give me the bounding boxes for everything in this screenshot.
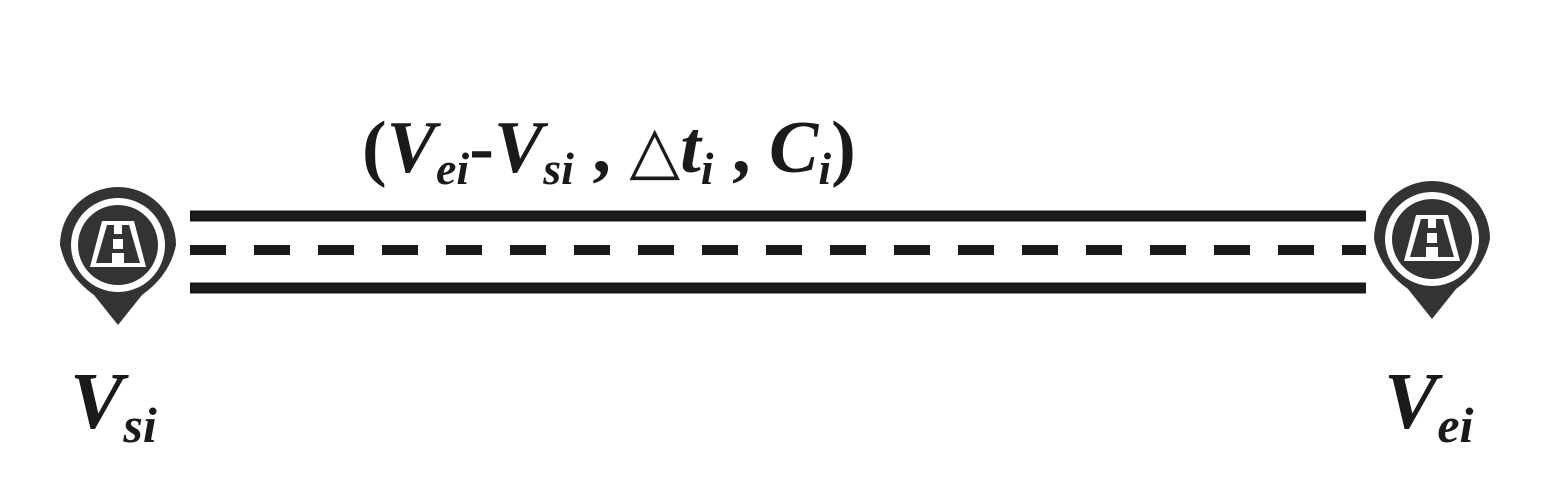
label-t: t <box>680 107 703 189</box>
label-minus: - <box>469 107 494 189</box>
label-v-start: V <box>494 107 549 189</box>
label-c-sub: i <box>818 143 831 194</box>
label-t-sub: i <box>701 143 714 194</box>
end-node-subscript: ei <box>1437 397 1473 453</box>
highway-icon <box>90 221 146 267</box>
label-c: C <box>769 107 820 189</box>
start-node-pin-icon <box>60 187 176 325</box>
label-separator-2: , <box>714 107 770 189</box>
start-node-label: Vsi <box>70 358 157 453</box>
label-v-end: V <box>387 107 442 189</box>
end-node-label: Vei <box>1384 358 1474 453</box>
edge-attribute-label: (Vei-Vsi , △ti , Ci) <box>362 107 856 194</box>
start-node-subscript: si <box>122 397 156 453</box>
highway-icon <box>1404 215 1460 261</box>
label-close-paren: ) <box>831 107 856 189</box>
road-segment <box>190 210 1366 294</box>
label-open-paren: ( <box>362 107 387 189</box>
label-v-start-sub: si <box>542 143 574 194</box>
start-node-symbol: V <box>70 358 129 446</box>
end-node-pin-icon <box>1374 181 1490 319</box>
label-v-end-sub: ei <box>436 143 469 194</box>
end-node-symbol: V <box>1384 358 1443 446</box>
label-separator-1: , <box>574 107 630 189</box>
label-delta: △ <box>629 111 680 188</box>
